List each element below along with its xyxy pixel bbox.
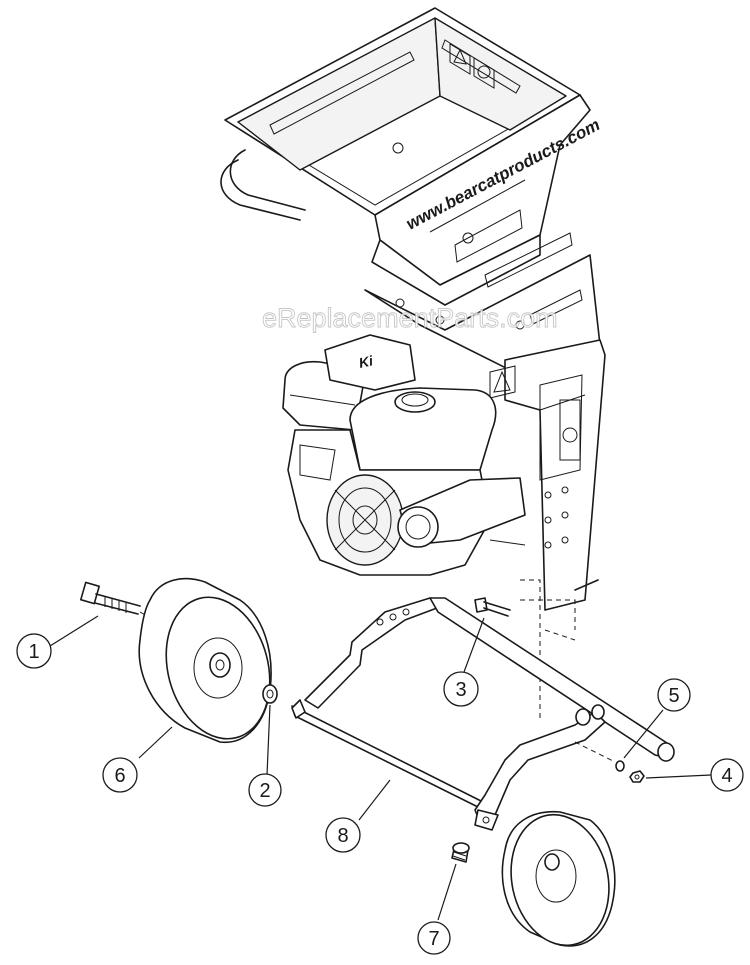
engine: Ki [282,334,526,576]
callout-4: 4 [710,758,744,792]
callout-6: 6 [102,757,138,793]
callout-8: 8 [325,817,361,853]
callout-2: 2 [248,773,282,807]
callout-7: 7 [417,921,451,955]
callout-2-label: 2 [259,780,270,802]
callout-3-label: 3 [455,679,466,701]
watermark-text: eReplacementParts.com [262,303,558,333]
frame-bolt [474,597,511,617]
hopper: www.bearcatproducts.com [220,7,603,376]
callout-5-label: 5 [668,685,679,707]
frame [291,597,675,831]
lock-washer [615,760,625,772]
washer [262,684,278,704]
callout-3: 3 [443,671,479,707]
chipper-housing [489,339,606,720]
callout-1-label: 1 [28,641,39,663]
callout-5: 5 [657,678,691,712]
callout-1: 1 [16,633,52,669]
right-wheel [501,810,616,947]
bushing [451,842,470,863]
nut [629,770,645,783]
callout-7-label: 7 [428,928,439,950]
callout-6-label: 6 [114,765,125,787]
left-wheel [138,577,272,744]
leader-lines [49,615,712,921]
engine-badge-text: Ki [357,352,375,371]
callout-4-label: 4 [721,765,732,787]
callout-8-label: 8 [337,825,348,847]
